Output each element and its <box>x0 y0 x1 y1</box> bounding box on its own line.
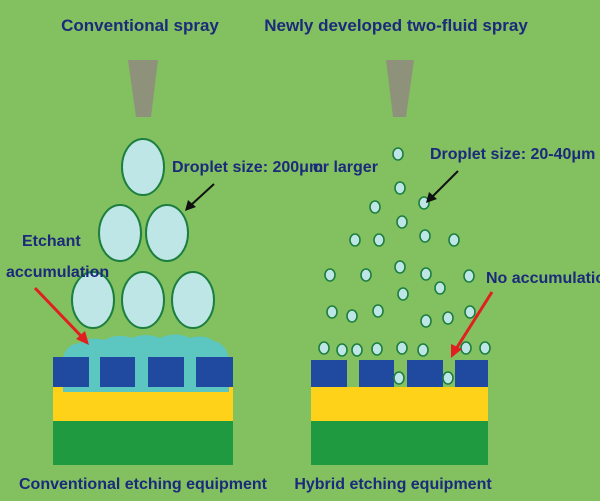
mask-block <box>455 360 488 387</box>
fine-droplet <box>463 269 475 283</box>
fine-droplet <box>318 341 330 355</box>
fine-droplet <box>326 305 338 319</box>
large-droplet <box>121 271 165 329</box>
fine-droplet <box>419 229 431 243</box>
fine-droplet <box>464 305 476 319</box>
fine-droplet <box>369 200 381 214</box>
accumulation-label-line2: accumulation <box>6 264 109 281</box>
large-droplet <box>121 138 165 196</box>
fine-droplet <box>393 371 405 385</box>
fine-droplet <box>346 309 358 323</box>
no-accumulation-arrow <box>451 291 494 358</box>
fine-droplet <box>324 268 336 282</box>
right-nozzle <box>386 60 414 117</box>
right-panel: Newly developed two-fluid spray <box>264 16 600 493</box>
right-substrate-layer <box>311 421 488 465</box>
left-mask <box>53 357 233 387</box>
right-title: Newly developed two-fluid spray <box>264 16 528 35</box>
fine-droplet <box>479 341 491 355</box>
fine-droplet <box>460 341 472 355</box>
fine-droplet <box>336 343 348 357</box>
right-droplet-label: Droplet size: 20-40μm <box>430 146 595 163</box>
fine-droplet <box>373 233 385 247</box>
fine-droplet <box>372 304 384 318</box>
right-caption: Hybrid etching equipment <box>294 476 492 493</box>
accumulation-arrow <box>33 286 89 345</box>
fine-droplet <box>396 341 408 355</box>
right-yellow-layer <box>311 387 488 421</box>
right-mask <box>311 360 488 387</box>
accumulation-label-line1: Etchant <box>22 233 81 250</box>
left-substrate-layer <box>53 421 233 465</box>
large-droplet <box>145 204 189 262</box>
fine-droplet <box>434 281 446 295</box>
fine-droplet <box>418 196 430 210</box>
fine-droplet <box>442 371 454 385</box>
fine-droplet <box>442 311 454 325</box>
left-droplet-label-suffix: or larger <box>313 159 378 176</box>
mask-block <box>359 360 394 387</box>
fine-droplet <box>349 233 361 247</box>
fine-droplet <box>448 233 460 247</box>
droplet-size-arrow <box>185 183 215 211</box>
fine-droplet <box>394 260 406 274</box>
fine-droplet <box>396 215 408 229</box>
fine-droplet-arrow <box>426 170 459 203</box>
left-yellow-layer <box>53 387 233 421</box>
left-droplet-label: Droplet size: 200μm <box>172 159 323 176</box>
mask-block <box>53 357 89 387</box>
fine-droplet <box>351 343 363 357</box>
left-title: Conventional spray <box>61 16 219 35</box>
fine-droplet <box>420 267 432 281</box>
no-accumulation-label: No accumulation <box>486 270 600 287</box>
mask-block <box>148 357 184 387</box>
fine-droplet <box>394 181 406 195</box>
large-droplet <box>98 204 142 262</box>
mask-block <box>196 357 233 387</box>
large-droplet <box>71 271 115 329</box>
fine-droplet <box>360 268 372 282</box>
fine-droplet <box>417 343 429 357</box>
fine-droplet <box>420 314 432 328</box>
fine-droplet <box>397 287 409 301</box>
mask-block <box>311 360 347 387</box>
mask-block <box>100 357 135 387</box>
left-nozzle <box>128 60 158 117</box>
left-panel: Conventional spray Droplet size: 200μm o… <box>6 16 378 493</box>
fine-droplet <box>371 342 383 356</box>
left-droplets <box>71 138 215 329</box>
left-caption: Conventional etching equipment <box>19 476 268 493</box>
mask-block <box>407 360 443 387</box>
right-droplets <box>318 147 491 385</box>
large-droplet <box>171 271 215 329</box>
fine-droplet <box>392 147 404 161</box>
